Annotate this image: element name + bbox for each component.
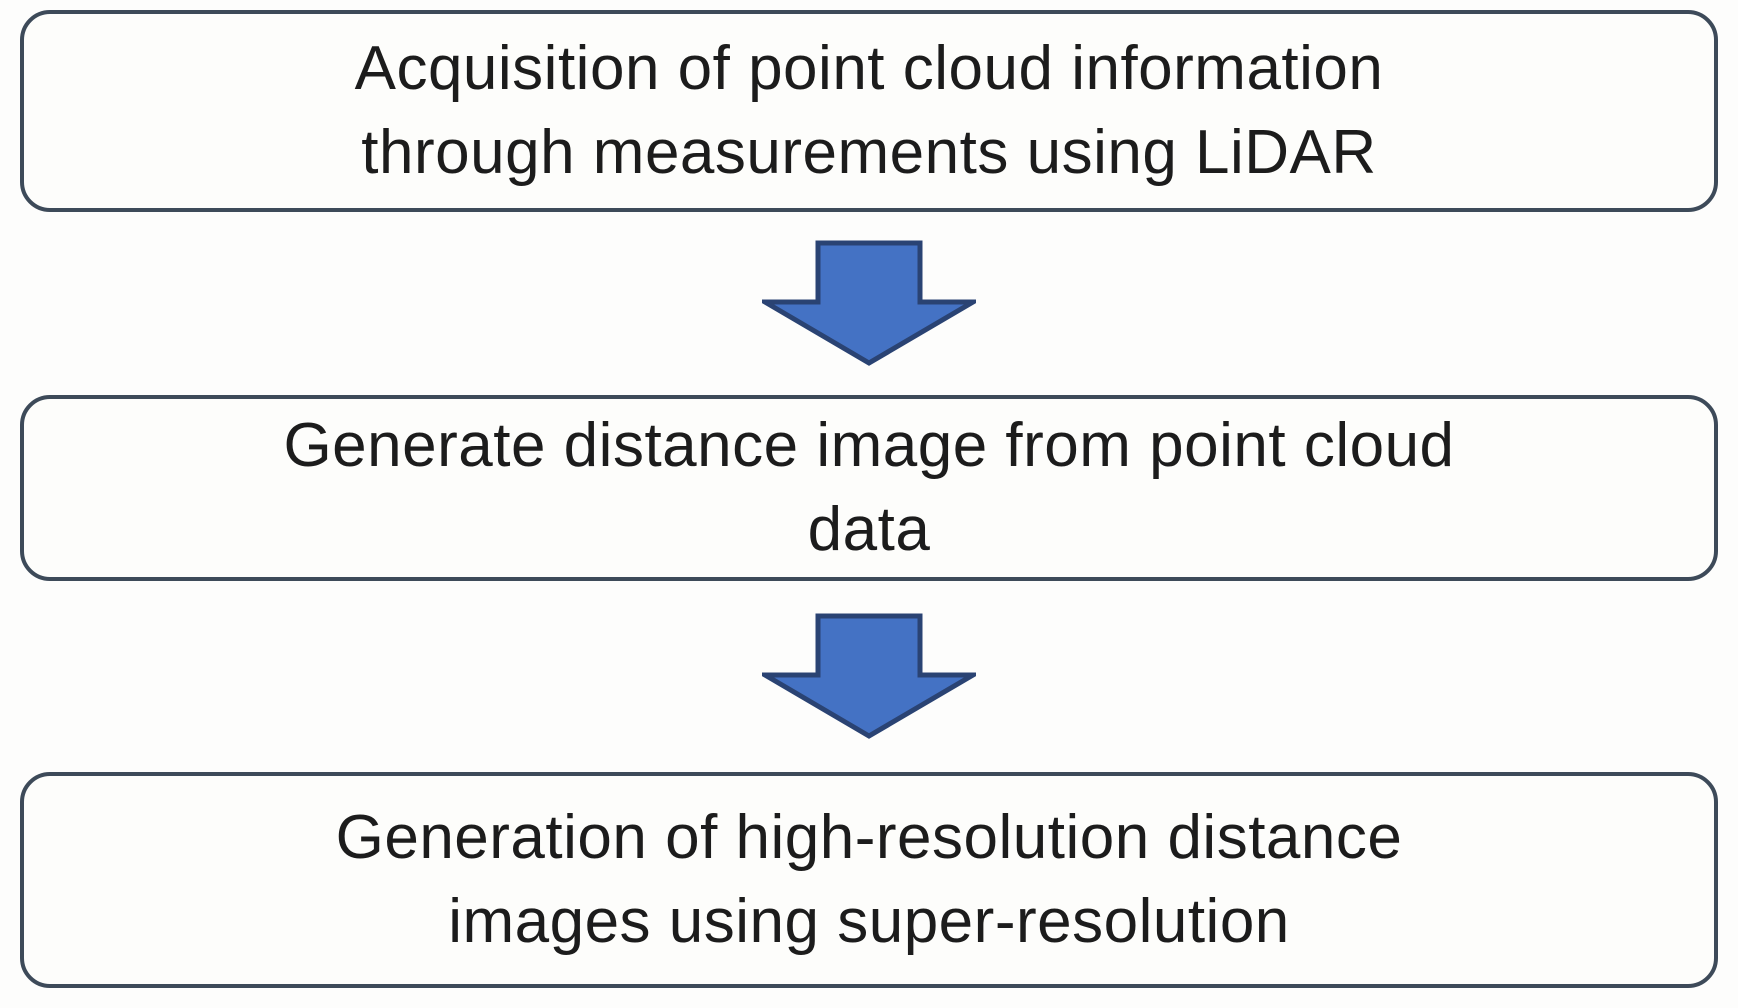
step-text-line: through measurements using LiDAR bbox=[361, 118, 1377, 187]
down-arrow-icon bbox=[762, 613, 976, 739]
step-text-line: Generate distance image from point cloud bbox=[283, 411, 1455, 481]
step-box-super-resolution: Generation of high-resolution distance i… bbox=[20, 772, 1718, 988]
step-text-line: Acquisition of point cloud information bbox=[354, 34, 1384, 104]
step-box-generate-distance-image: Generate distance image from point cloud… bbox=[20, 395, 1718, 581]
step-box-acquisition: Acquisition of point cloud information t… bbox=[20, 10, 1718, 212]
down-arrow-icon bbox=[762, 240, 976, 366]
step-text-line: Generation of high-resolution distance bbox=[335, 803, 1403, 873]
step-text-line: images using super-resolution bbox=[448, 887, 1290, 956]
step-text-line: data bbox=[807, 495, 931, 564]
